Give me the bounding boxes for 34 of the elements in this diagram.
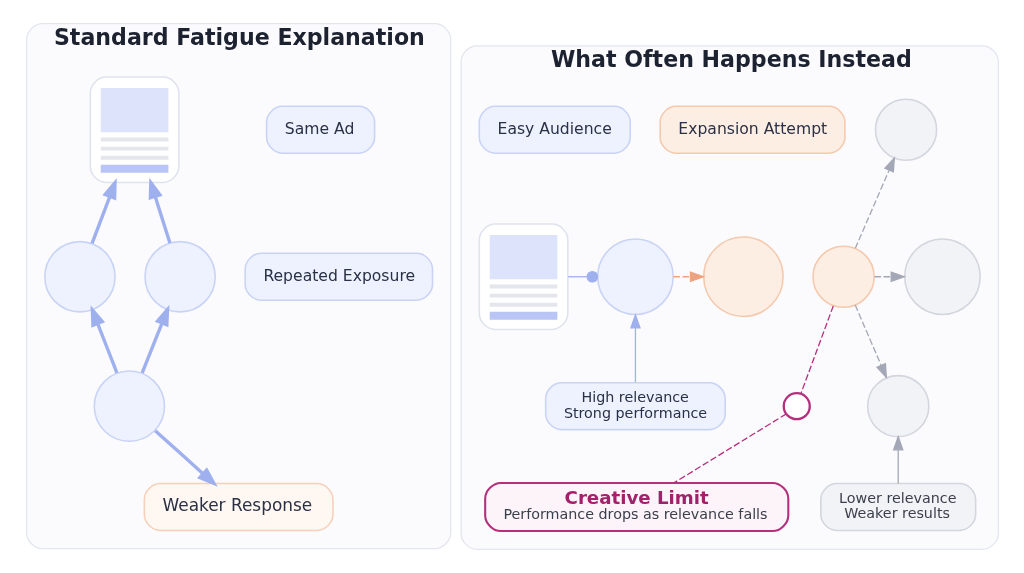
node-circle [903, 238, 981, 316]
arrow [854, 156, 895, 249]
arrow [90, 305, 118, 374]
node-picture [89, 76, 180, 184]
node-circle [43, 240, 116, 313]
connector [567, 270, 598, 283]
arrow [672, 271, 705, 283]
node-box: High relevance Strong performance [544, 382, 726, 431]
node-box: Repeated Exposure [243, 252, 433, 301]
arrow [854, 304, 887, 380]
node-picture [478, 223, 569, 331]
node-circle [702, 236, 784, 318]
connector [799, 305, 834, 395]
node-box: Creative Limit Performance drops as relevance falls [483, 481, 789, 533]
arrow [892, 434, 904, 485]
node-circle [782, 392, 811, 421]
node-circle [143, 240, 216, 313]
arrow [873, 271, 906, 283]
node-circle [93, 370, 165, 443]
node-box: Expansion Attempt [658, 105, 846, 154]
arrow [629, 312, 641, 383]
arrow [148, 177, 172, 244]
connector [672, 413, 787, 484]
arrow [153, 429, 218, 487]
node-box: Weaker Response [143, 482, 334, 532]
node-box: Easy Audience [478, 105, 631, 154]
arrow [90, 178, 117, 244]
node-circle [596, 238, 674, 316]
node-circle [874, 98, 937, 162]
node-box: Same Ad [265, 105, 375, 154]
arrow [140, 304, 169, 374]
node-circle [866, 374, 930, 438]
node-box: Lower relevance Weaker results [819, 482, 976, 532]
node-circle [811, 245, 875, 309]
